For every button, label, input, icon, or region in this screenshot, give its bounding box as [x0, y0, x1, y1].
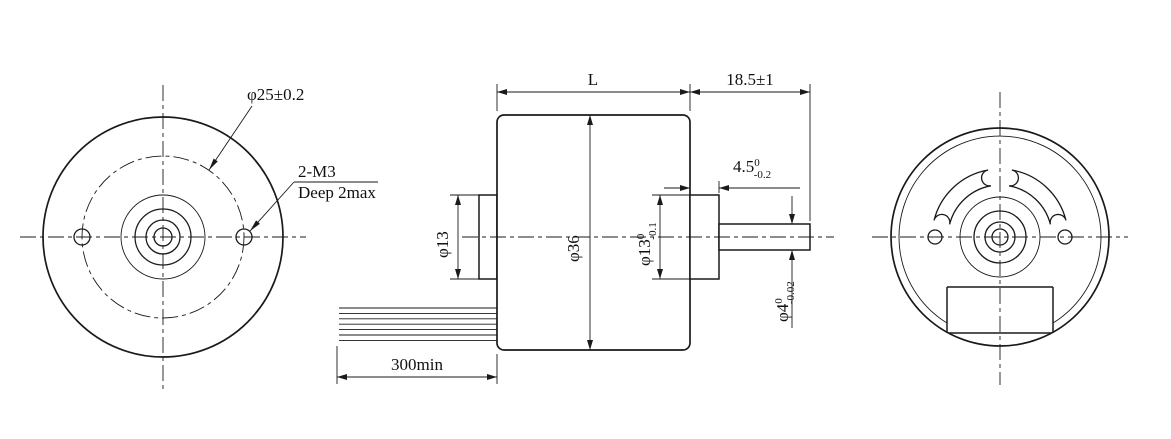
tap-leader-arrow — [250, 220, 260, 231]
rear-hub-outer-circle — [959, 196, 1041, 278]
rear-boss-dia-label: φ130-0.1 — [635, 222, 659, 266]
arrow-down — [657, 269, 663, 279]
rear-bearing-circle — [984, 221, 1016, 253]
dim-shaft-dia: φ40-0.02 — [773, 196, 797, 328]
arrow-down — [455, 269, 461, 279]
rear-hub-circle — [973, 210, 1027, 264]
front-hub-outer-circle — [120, 194, 206, 280]
dim-rear-boss-length: 4.50-0.2 — [664, 157, 800, 193]
pcd-leader-arrow — [209, 158, 218, 170]
front-boss-dia-label: φ13 — [433, 231, 452, 258]
arrow-up — [455, 195, 461, 205]
dim-lead-length: 300min — [336, 346, 498, 384]
rear-outer-circle — [890, 127, 1110, 347]
dim-shaft-section-length: 18.5±1 — [690, 70, 811, 221]
front-mount-hole-left — [73, 228, 91, 246]
front-view — [20, 85, 306, 390]
dim-front-boss-dia: φ13 — [433, 194, 479, 280]
rear-shaft-hole-circle — [991, 228, 1009, 246]
front-shaft-hole-circle — [153, 227, 173, 247]
body-dia-label: φ36 — [564, 235, 583, 262]
rear-hole-left — [927, 229, 943, 245]
rear-view — [872, 92, 1128, 385]
arrow-right — [487, 374, 497, 380]
arrow-left — [680, 185, 690, 191]
body-length-label: L — [588, 70, 598, 89]
tap-note: Deep 2max — [298, 183, 376, 202]
side-view — [339, 114, 834, 351]
arrow-right — [800, 89, 810, 95]
rear-vent-slot-right — [1008, 169, 1067, 225]
lead-length-label: 300min — [391, 355, 443, 374]
arrow-right — [680, 89, 690, 95]
arrow-left — [690, 89, 700, 95]
tap-label: 2-M3 — [298, 162, 336, 181]
front-bearing-circle — [145, 219, 181, 255]
rear-boss-length-label: 4.50-0.2 — [733, 157, 771, 181]
front-outer-circle — [42, 116, 284, 358]
dim-body-length: L — [496, 70, 691, 111]
arrow-up — [587, 115, 593, 125]
shaft-section-label: 18.5±1 — [726, 70, 774, 89]
pcd-dimension-label: φ25±0.2 — [247, 85, 304, 104]
shaft-dia-label: φ40-0.02 — [773, 281, 797, 322]
arrow-up — [789, 250, 795, 260]
arrow-down — [789, 214, 795, 224]
arrow-down — [587, 340, 593, 350]
front-bolt-circle — [81, 155, 245, 319]
rear-vent-slot-left — [933, 169, 992, 225]
arrow-left — [497, 89, 507, 95]
rear-rim-circle — [898, 135, 1102, 324]
motor-body — [496, 114, 691, 351]
lead-wires — [339, 307, 497, 341]
front-view-labels: φ25±0.2 2-M3 Deep 2max — [208, 85, 378, 232]
arrow-left — [337, 374, 347, 380]
arrow-up — [657, 195, 663, 205]
pcd-leader-line — [208, 105, 253, 171]
dim-body-dia: φ36 — [564, 115, 593, 350]
rear-wire-exit-cutout — [946, 286, 1054, 334]
front-mount-hole-right — [235, 228, 253, 246]
dim-rear-boss-dia: φ130-0.1 — [635, 194, 690, 280]
arrow-right — [719, 185, 729, 191]
rear-hole-right — [1057, 229, 1073, 245]
front-hub-circle — [134, 208, 192, 266]
